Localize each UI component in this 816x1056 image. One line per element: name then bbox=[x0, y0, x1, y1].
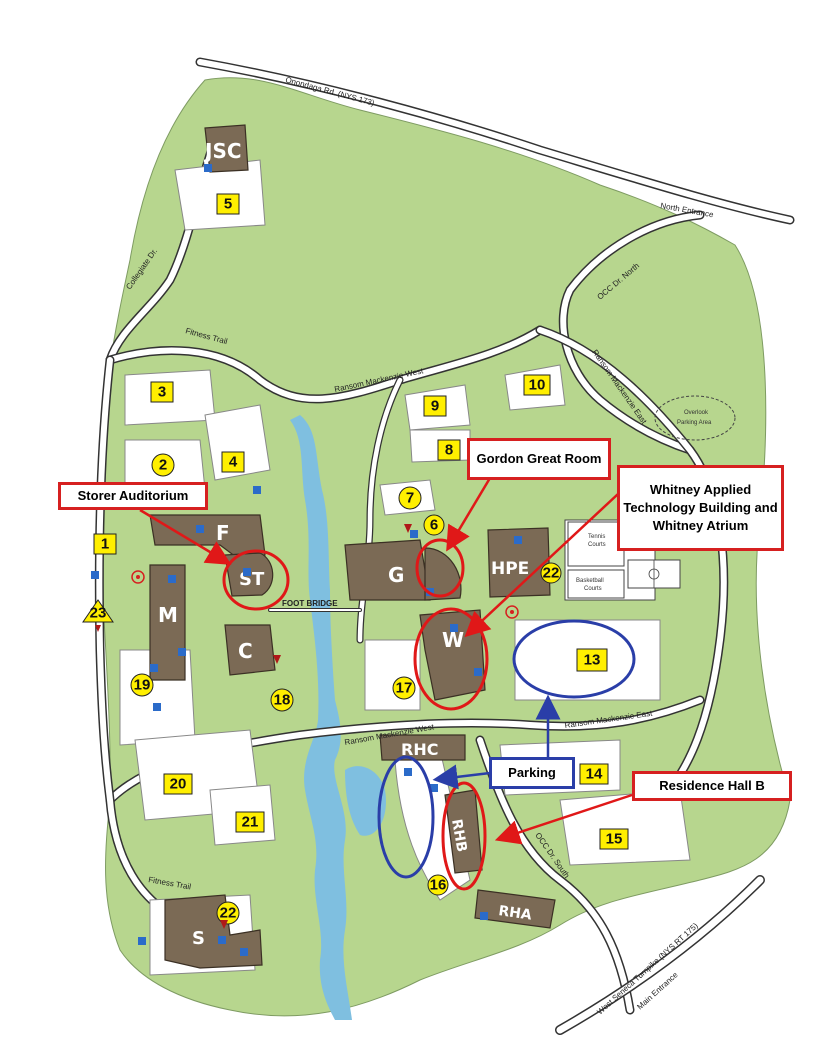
callout-storer-text: Storer Auditorium bbox=[77, 488, 189, 503]
callout-gordon-text: Gordon Great Room bbox=[476, 451, 602, 466]
lot-10: 10 bbox=[529, 377, 546, 394]
lot-20: 20 bbox=[170, 776, 187, 793]
callout-residence-hall-b: Residence Hall B bbox=[632, 771, 792, 801]
lot-17: 17 bbox=[396, 680, 413, 697]
lot-2: 2 bbox=[159, 457, 167, 474]
lot-8: 8 bbox=[445, 442, 453, 459]
building-jsc bbox=[204, 124, 249, 173]
lot-15: 15 bbox=[606, 831, 623, 848]
road-foot-bridge: FOOT BRIDGE bbox=[282, 599, 338, 608]
building-c bbox=[224, 624, 276, 676]
label-rhc: RHC bbox=[401, 740, 438, 759]
lot-16: 16 bbox=[430, 877, 447, 894]
overlook-area bbox=[654, 395, 736, 441]
label-jsc: JSC bbox=[203, 139, 242, 163]
label-rha: RHA bbox=[497, 903, 532, 924]
area-basketball-line1: Basketball bbox=[576, 578, 604, 584]
label-hpe: HPE bbox=[491, 559, 529, 579]
callout-whitney: Whitney Applied Technology Building and … bbox=[617, 465, 784, 551]
building-rha bbox=[474, 889, 556, 929]
building-m bbox=[149, 564, 186, 681]
pond bbox=[345, 766, 386, 836]
label-rhb: RHB bbox=[448, 818, 470, 853]
label-g: G bbox=[388, 563, 404, 587]
lot-21: 21 bbox=[242, 814, 259, 831]
building-s bbox=[164, 894, 263, 969]
highlight-storer bbox=[222, 549, 290, 611]
callout-storer-auditorium: Storer Auditorium bbox=[58, 482, 208, 510]
lot-22-hpe: 22 bbox=[543, 565, 560, 582]
area-basketball-line2: Courts bbox=[584, 586, 602, 592]
lot-23: 23 bbox=[90, 605, 107, 622]
lot-18: 18 bbox=[274, 692, 291, 709]
label-m: M bbox=[158, 603, 178, 627]
lot-6: 6 bbox=[430, 517, 438, 534]
label-f: F bbox=[216, 521, 230, 545]
lot-1: 1 bbox=[101, 536, 109, 553]
lot-4: 4 bbox=[229, 454, 238, 471]
label-st: ST bbox=[239, 569, 265, 590]
label-s: S bbox=[192, 928, 205, 949]
lot-9: 9 bbox=[431, 398, 439, 415]
building-gordon bbox=[424, 547, 462, 601]
building-rhb bbox=[444, 789, 483, 874]
buildings bbox=[149, 124, 556, 969]
callout-parking-text: Parking bbox=[508, 765, 556, 780]
creek bbox=[290, 415, 352, 1020]
callout-residence-text: Residence Hall B bbox=[659, 778, 765, 793]
callout-parking: Parking bbox=[489, 757, 575, 789]
highlight-rhb bbox=[441, 781, 487, 891]
lot-3: 3 bbox=[158, 384, 166, 401]
area-tennis-line2: Courts bbox=[588, 542, 606, 548]
building-rhc bbox=[379, 734, 466, 761]
highlights bbox=[222, 538, 636, 891]
lot-19: 19 bbox=[134, 677, 151, 694]
callout-arrows bbox=[139, 477, 633, 845]
building-hpe bbox=[487, 527, 551, 598]
highlight-lot13 bbox=[512, 619, 636, 699]
callout-gordon-great-room: Gordon Great Room bbox=[467, 438, 611, 480]
label-w: W bbox=[442, 628, 464, 652]
sports-courts bbox=[567, 521, 681, 599]
highlight-gordon bbox=[415, 538, 465, 598]
highlight-whitney bbox=[413, 607, 489, 711]
highlight-parking bbox=[377, 755, 435, 879]
callout-whitney-text: Whitney Applied Technology Building and … bbox=[623, 482, 778, 533]
lot-14: 14 bbox=[586, 766, 603, 783]
emergency-phone-icon bbox=[131, 570, 519, 619]
area-tennis-line1: Tennis bbox=[588, 534, 605, 540]
lot-circle-markers: 2 7 6 19 18 17 22 22 16 23 bbox=[82, 453, 562, 925]
area-overlook-line1: Overlook bbox=[684, 410, 709, 416]
lot-22-s: 22 bbox=[220, 905, 237, 922]
lot-13: 13 bbox=[584, 652, 601, 669]
label-c: C bbox=[238, 639, 253, 663]
lot-markers: 5 3 4 1 9 8 10 13 14 15 20 21 bbox=[93, 193, 629, 850]
area-overlook-line2: Parking Area bbox=[677, 420, 712, 426]
lot-7: 7 bbox=[406, 490, 414, 507]
lot-5: 5 bbox=[224, 196, 232, 213]
visitor-v-icon bbox=[95, 524, 412, 929]
